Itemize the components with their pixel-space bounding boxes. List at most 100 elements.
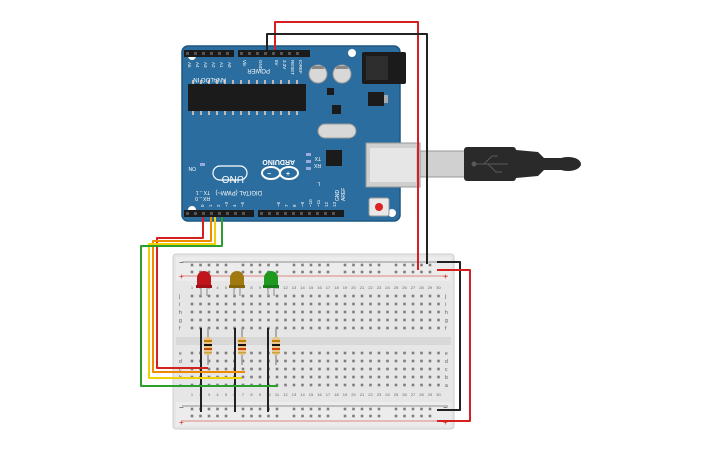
terminal-hole[interactable] xyxy=(326,367,330,371)
terminal-hole[interactable] xyxy=(335,383,338,387)
terminal-hole[interactable] xyxy=(301,367,304,371)
ground-wires[interactable] xyxy=(200,328,269,412)
rail-hole[interactable] xyxy=(250,270,253,274)
terminal-hole[interactable] xyxy=(394,326,398,330)
terminal-hole[interactable] xyxy=(369,351,372,355)
terminal-hole[interactable] xyxy=(275,310,279,314)
terminal-hole[interactable] xyxy=(360,294,364,298)
terminal-hole[interactable] xyxy=(318,294,321,298)
terminal-hole[interactable] xyxy=(343,359,347,363)
terminal-hole[interactable] xyxy=(318,367,321,371)
terminal-hole[interactable] xyxy=(207,310,211,314)
terminal-hole[interactable] xyxy=(428,318,432,322)
terminal-hole[interactable] xyxy=(428,359,432,363)
terminal-hole[interactable] xyxy=(343,310,347,314)
rail-hole[interactable] xyxy=(190,263,194,267)
terminal-hole[interactable] xyxy=(360,302,364,306)
rail-hole[interactable] xyxy=(394,414,398,418)
rail-hole[interactable] xyxy=(199,263,202,267)
rail-hole[interactable] xyxy=(403,407,406,411)
terminal-hole[interactable] xyxy=(267,302,270,306)
wire-orange-signal[interactable] xyxy=(152,217,245,373)
rail-hole[interactable] xyxy=(343,414,347,418)
terminal-hole[interactable] xyxy=(403,294,406,298)
terminal-hole[interactable] xyxy=(207,367,211,371)
terminal-hole[interactable] xyxy=(411,326,415,330)
terminal-hole[interactable] xyxy=(352,359,355,363)
resistor-3[interactable] xyxy=(272,328,280,365)
rail-hole[interactable] xyxy=(216,270,219,274)
rail-hole[interactable] xyxy=(352,407,355,411)
rail-hole[interactable] xyxy=(403,270,406,274)
terminal-hole[interactable] xyxy=(258,326,262,330)
terminal-hole[interactable] xyxy=(309,367,313,371)
rail-hole[interactable] xyxy=(258,263,262,267)
terminal-hole[interactable] xyxy=(275,294,279,298)
terminal-hole[interactable] xyxy=(394,310,398,314)
terminal-hole[interactable] xyxy=(335,302,338,306)
terminal-hole[interactable] xyxy=(250,318,253,322)
terminal-hole[interactable] xyxy=(275,326,279,330)
terminal-hole[interactable] xyxy=(224,302,228,306)
terminal-hole[interactable] xyxy=(326,326,330,330)
terminal-hole[interactable] xyxy=(343,318,347,322)
rail-hole[interactable] xyxy=(224,270,228,274)
terminal-hole[interactable] xyxy=(267,310,270,314)
terminal-hole[interactable] xyxy=(403,310,406,314)
rail-hole[interactable] xyxy=(275,270,279,274)
terminal-hole[interactable] xyxy=(224,326,228,330)
terminal-hole[interactable] xyxy=(386,326,389,330)
terminal-hole[interactable] xyxy=(318,310,321,314)
terminal-hole[interactable] xyxy=(233,318,236,322)
terminal-hole[interactable] xyxy=(309,359,313,363)
terminal-hole[interactable] xyxy=(292,310,296,314)
arduino-uno-board[interactable]: − + ARDUINO UNO ON TX RX L POWER ANALOG … xyxy=(181,45,421,222)
terminal-hole[interactable] xyxy=(258,359,262,363)
rail-hole[interactable] xyxy=(360,407,364,411)
terminal-hole[interactable] xyxy=(411,302,415,306)
terminal-hole[interactable] xyxy=(301,383,304,387)
terminal-hole[interactable] xyxy=(284,294,287,298)
terminal-hole[interactable] xyxy=(394,294,398,298)
terminal-hole[interactable] xyxy=(377,351,381,355)
terminal-hole[interactable] xyxy=(318,326,321,330)
analog-header[interactable] xyxy=(184,50,234,57)
terminal-hole[interactable] xyxy=(437,383,440,387)
terminal-hole[interactable] xyxy=(377,359,381,363)
terminal-hole[interactable] xyxy=(275,367,279,371)
wire-rail-black[interactable] xyxy=(437,261,461,411)
terminal-hole[interactable] xyxy=(352,318,355,322)
rail-hole[interactable] xyxy=(377,407,381,411)
terminal-hole[interactable] xyxy=(352,294,355,298)
usb-cable[interactable] xyxy=(419,147,581,181)
terminal-hole[interactable] xyxy=(250,351,253,355)
terminal-hole[interactable] xyxy=(437,326,440,330)
rail-hole[interactable] xyxy=(377,263,381,267)
rail-hole[interactable] xyxy=(241,263,245,267)
terminal-hole[interactable] xyxy=(411,375,415,379)
rail-hole[interactable] xyxy=(326,414,330,418)
terminal-hole[interactable] xyxy=(207,302,211,306)
wire-rail-red[interactable] xyxy=(437,269,471,422)
terminal-hole[interactable] xyxy=(309,351,313,355)
rail-hole[interactable] xyxy=(309,270,313,274)
led-red[interactable] xyxy=(196,271,212,296)
terminal-hole[interactable] xyxy=(258,375,262,379)
terminal-hole[interactable] xyxy=(403,351,406,355)
terminal-hole[interactable] xyxy=(369,367,372,371)
terminal-hole[interactable] xyxy=(301,302,304,306)
rail-hole[interactable] xyxy=(301,263,304,267)
terminal-hole[interactable] xyxy=(386,318,389,322)
terminal-hole[interactable] xyxy=(420,294,423,298)
terminal-hole[interactable] xyxy=(309,375,313,379)
terminal-hole[interactable] xyxy=(420,383,423,387)
terminal-hole[interactable] xyxy=(224,351,228,355)
terminal-hole[interactable] xyxy=(309,326,313,330)
terminal-hole[interactable] xyxy=(335,359,338,363)
terminal-hole[interactable] xyxy=(224,359,228,363)
terminal-hole[interactable] xyxy=(190,359,194,363)
terminal-hole[interactable] xyxy=(352,383,355,387)
terminal-hole[interactable] xyxy=(343,383,347,387)
terminal-hole[interactable] xyxy=(369,383,372,387)
breadboard[interactable]: − + − + − + − + jjiihhggffeeddccbbaa1122… xyxy=(172,253,455,430)
